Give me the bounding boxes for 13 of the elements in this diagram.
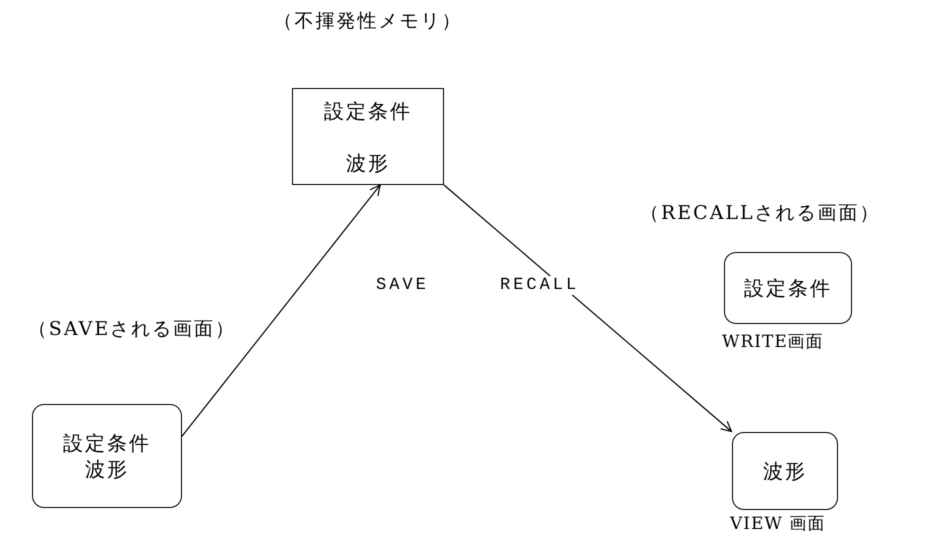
box-text: 設定条件 [324,98,412,124]
box-text: 設定条件 [744,275,832,301]
box-text: 波形 [85,456,129,482]
heading-text: （SAVEされる画面） [28,317,236,342]
arrow [182,184,381,437]
heading-text: （不揮発性メモリ） [274,9,462,34]
screen-caption: WRITE画面 [722,331,824,353]
box-text: 設定条件 [63,430,151,456]
arrow [444,184,732,432]
group-heading: （RECALLされる画面） [640,201,881,226]
screen-caption: VIEW 画面 [730,513,826,535]
box-text: 波形 [346,150,390,176]
box-text: 波形 [763,458,807,484]
